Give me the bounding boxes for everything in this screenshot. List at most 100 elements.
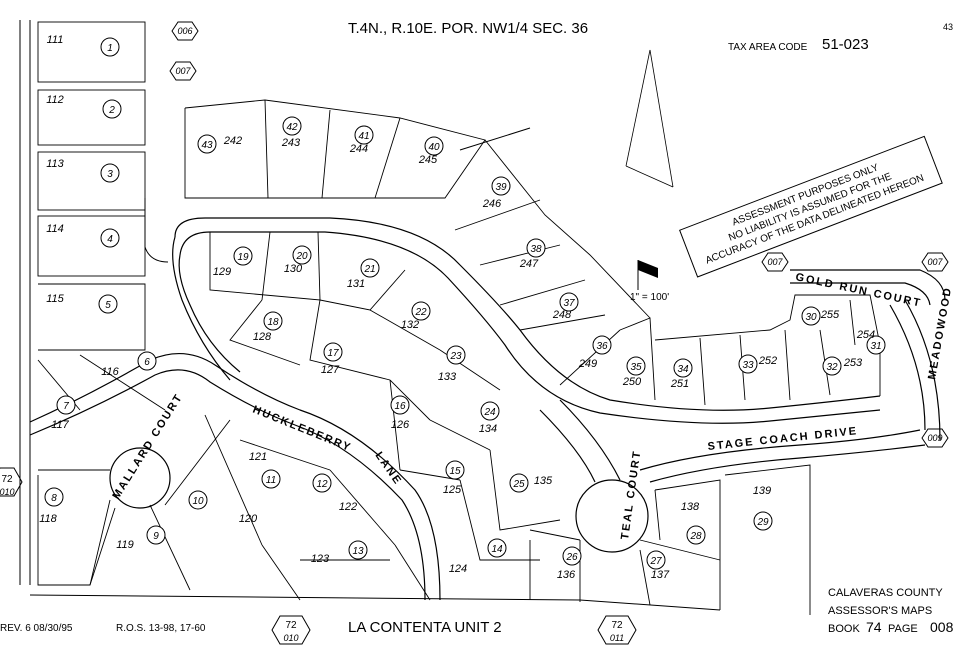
lot-number-circle [188, 490, 208, 510]
assessor-maps-label: ASSESSOR'S MAPS [828, 605, 932, 617]
lot-number: 8 [51, 493, 57, 504]
lot-7: 7 117 [51, 395, 76, 431]
book-ref-007-gold-run: 007 [761, 252, 789, 272]
street-teal-court: TEAL COURT [619, 449, 644, 540]
svg-text:006: 006 [177, 26, 192, 36]
tax-area-code: 51-023 [822, 36, 869, 53]
parcel-number: 130 [284, 263, 303, 275]
street-stage-coach-drive: STAGE COACH DRIVE [707, 425, 859, 453]
svg-text:72: 72 [285, 620, 297, 631]
lot-number-circle [673, 358, 693, 378]
parcel-number: 124 [449, 563, 467, 575]
lot-number: 27 [649, 556, 662, 567]
notice-line-2: NO LIABILITY IS ASSUMED FOR THE [727, 171, 893, 244]
parcel-number: 245 [418, 154, 438, 166]
lot-number-circle [822, 356, 842, 376]
lot-number-circle [360, 258, 380, 278]
lot-number-circle [686, 525, 706, 545]
lot-number: 23 [449, 351, 462, 362]
lot-number-circle [446, 345, 466, 365]
book-ref-007-top: 007 [169, 61, 197, 81]
parcel-number: 134 [479, 423, 497, 435]
lot-number: 9 [153, 531, 159, 542]
lot-number-circle [146, 525, 166, 545]
lot-number: 36 [596, 341, 608, 352]
parcel-number: 242 [223, 135, 242, 147]
lot-number: 35 [630, 362, 642, 373]
lot-number-circle [354, 125, 374, 145]
book-number: 74 [866, 619, 882, 635]
parcel-number: 121 [249, 451, 267, 463]
lot-number-circle [197, 134, 217, 154]
parcel-number: 127 [321, 364, 340, 376]
lot-number: 3 [107, 169, 113, 180]
lot-number-circle [312, 473, 332, 493]
lot-number: 22 [414, 307, 427, 318]
lot-number-circle [487, 538, 507, 558]
lot-number-circle [526, 238, 546, 258]
lot-number-circle [424, 136, 444, 156]
page-label: PAGE [888, 623, 918, 635]
parcel-number: 135 [534, 475, 553, 487]
lot-number: 20 [295, 251, 308, 262]
parcel-number: 249 [578, 358, 597, 370]
lot-number: 43 [201, 140, 213, 151]
ros-reference: R.O.S. 13-98, 17-60 [116, 623, 206, 634]
county-name: CALAVERAS COUNTY [828, 587, 943, 599]
lot-33: 33 252 [738, 354, 777, 374]
parcel-number: 251 [670, 378, 689, 390]
svg-text:72: 72 [611, 620, 623, 631]
book-ref-006: 006 [171, 21, 199, 41]
lot-number-circle [100, 37, 120, 57]
lot-number-circle [738, 354, 758, 374]
lot-number-circle [292, 245, 312, 265]
parcel-number: 120 [239, 513, 258, 525]
lot-number: 37 [563, 298, 575, 309]
book-ref-007-east: 007 [921, 252, 949, 272]
street-lane: LANE [373, 450, 405, 488]
parcel-number: 254 [856, 329, 875, 341]
parcel-number: 117 [51, 419, 69, 431]
parcel-number: 139 [753, 485, 771, 497]
parcel-number: 137 [651, 569, 670, 581]
north-arrow [625, 49, 674, 188]
parcel-number: 252 [758, 355, 777, 367]
lot-number: 7 [63, 401, 69, 412]
parcel-number: 248 [552, 309, 572, 321]
lot-number: 11 [266, 475, 276, 486]
street-meadowood: MEADOWOOD [926, 285, 954, 380]
lot-number: 38 [530, 244, 542, 255]
lot-number-circle [491, 176, 511, 196]
lot-number-circle [562, 546, 582, 566]
parcel-number: 118 [39, 513, 57, 525]
lot-number-circle [866, 335, 886, 355]
lot-number-circle [801, 306, 821, 326]
lot-36: 36 249 [578, 335, 612, 370]
lot-number-circle [390, 395, 410, 415]
lot-number-circle [348, 540, 368, 560]
lot-number: 33 [742, 360, 754, 371]
parcel-number: 132 [401, 319, 419, 331]
lot-number-circle [480, 401, 500, 421]
parcel-number: 250 [622, 376, 642, 388]
lot-number: 13 [352, 546, 364, 557]
street-mallard-court: MALLARD COURT [110, 391, 185, 501]
parcel-number: 114 [46, 223, 64, 235]
